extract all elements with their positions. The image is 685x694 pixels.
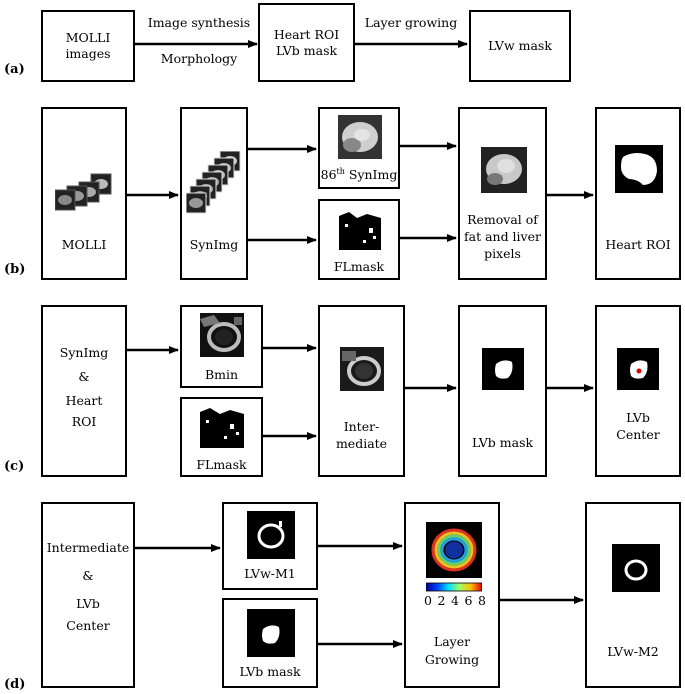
colorbar-tick-2: 2	[437, 593, 446, 608]
layer-growing-box: 0 2 4 6 8 Layer Growing	[404, 502, 500, 688]
colorbar-tick-8: 8	[478, 593, 486, 608]
lvw-m2-label: LVw-M2	[607, 644, 659, 659]
panel-c-label: (c)	[4, 459, 25, 474]
intermediate-lvb-center-box: Intermediate & LVb Center	[41, 502, 135, 688]
lvw-m1-label: LVw-M1	[244, 566, 296, 581]
panel-d-label: (d)	[4, 677, 26, 692]
lvw-m1-image	[247, 511, 295, 559]
synimg-86-image	[338, 115, 382, 159]
d-input-line4: Center	[66, 618, 110, 633]
intermediate-line1: Inter-	[343, 419, 380, 434]
removal-box: Removal of fat and liver pixels	[458, 107, 547, 280]
intermediate-box: Inter- mediate	[318, 305, 405, 477]
synimg-heart-roi-box: SynImg & Heart ROI	[41, 305, 127, 477]
synimg-86-rest: SynImg	[344, 167, 398, 182]
c-input-line2: &	[78, 369, 90, 384]
molli-label: MOLLI	[61, 237, 107, 252]
molli-images-box: MOLLI images	[41, 10, 135, 82]
image-synthesis-label: Image synthesis	[147, 15, 251, 30]
lvb-mask-label-d: LVb mask	[239, 664, 301, 679]
flmask-box-c: FLmask	[180, 397, 263, 477]
flmask-image-b	[339, 208, 381, 250]
removal-line1: Removal of	[467, 212, 538, 227]
lvb-mask-image-c	[482, 348, 524, 390]
bmin-image	[200, 313, 244, 357]
lvb-mask-label-c: LVb mask	[471, 435, 534, 450]
d-input-line3: LVb	[76, 596, 100, 611]
lvw-m2-image	[612, 544, 660, 592]
molli-images-line2: images	[65, 46, 111, 61]
synimg-image-stack	[186, 151, 241, 214]
panel-a-label: (a)	[4, 62, 25, 77]
lvw-mask-label: LVw mask	[488, 38, 552, 53]
synimg-86-ordinal: th	[336, 166, 345, 176]
bmin-label: Bmin	[204, 367, 239, 382]
intermediate-image	[340, 347, 384, 391]
layer-growing-line2: Growing	[424, 652, 480, 667]
heart-roi-image	[615, 145, 663, 193]
lvw-mask-box: LVw mask	[469, 10, 571, 82]
morphology-label: Morphology	[160, 51, 238, 66]
flmask-box-b: FLmask	[318, 199, 400, 280]
layer-growing-line1: Layer	[433, 634, 471, 649]
lvw-m2-box: LVw-M2	[585, 502, 681, 688]
colorbar	[426, 582, 482, 592]
c-input-line3: Heart	[65, 393, 103, 408]
heart-roi-label: Heart ROI	[605, 237, 671, 252]
colorbar-tick-6: 6	[464, 593, 473, 608]
layer-growing-heatmap	[426, 522, 482, 578]
panel-b-label: (b)	[4, 262, 26, 277]
removal-line2: fat and liver	[464, 229, 541, 244]
heart-roi-lvb-mask-box: Heart ROI LVb mask	[258, 3, 355, 82]
heart-roi-line: Heart ROI	[273, 27, 340, 42]
bmin-box: Bmin	[180, 305, 263, 388]
lvb-center-image	[617, 348, 659, 390]
lvb-mask-line: LVb mask	[275, 43, 338, 58]
synimg-86-number: 86	[320, 167, 337, 182]
layer-growing-label: Layer growing	[364, 15, 458, 30]
flmask-label-b: FLmask	[333, 259, 385, 274]
d-input-line2: &	[82, 568, 94, 583]
lvb-mask-box-c: LVb mask	[458, 305, 547, 477]
c-input-line1: SynImg	[59, 345, 109, 360]
colorbar-ticks: 0 2 4 6 8	[424, 593, 486, 608]
synimg-86-box: 86th SynImg	[318, 107, 400, 189]
molli-image-stack	[55, 173, 112, 211]
removal-line3: pixels	[484, 246, 521, 261]
heart-roi-box: Heart ROI	[595, 107, 681, 280]
colorbar-tick-4: 4	[451, 593, 459, 608]
synimg-box: SynImg	[180, 107, 248, 280]
lvb-mask-box-d: LVb mask	[222, 598, 318, 688]
lvw-m1-box: LVw-M1	[222, 502, 318, 590]
lvb-center-line2: Center	[616, 427, 660, 442]
synimg-label: SynImg	[189, 237, 239, 252]
intermediate-line2: mediate	[335, 436, 388, 451]
removal-image	[481, 147, 527, 193]
colorbar-tick-0: 0	[424, 593, 432, 608]
lvb-mask-image-d	[247, 609, 295, 657]
flmask-label-c: FLmask	[196, 457, 247, 472]
c-input-line4: ROI	[71, 414, 97, 429]
lvb-center-dot	[636, 368, 642, 374]
lvb-center-box: LVb Center	[595, 305, 681, 477]
molli-images-line1: MOLLI	[65, 30, 111, 45]
synimg-86-label: 86th SynImg	[320, 167, 398, 182]
d-input-line1: Intermediate	[46, 540, 130, 555]
flmask-image-c	[200, 406, 244, 448]
molli-box: MOLLI	[41, 107, 127, 280]
lvb-center-line1: LVb	[626, 410, 650, 425]
